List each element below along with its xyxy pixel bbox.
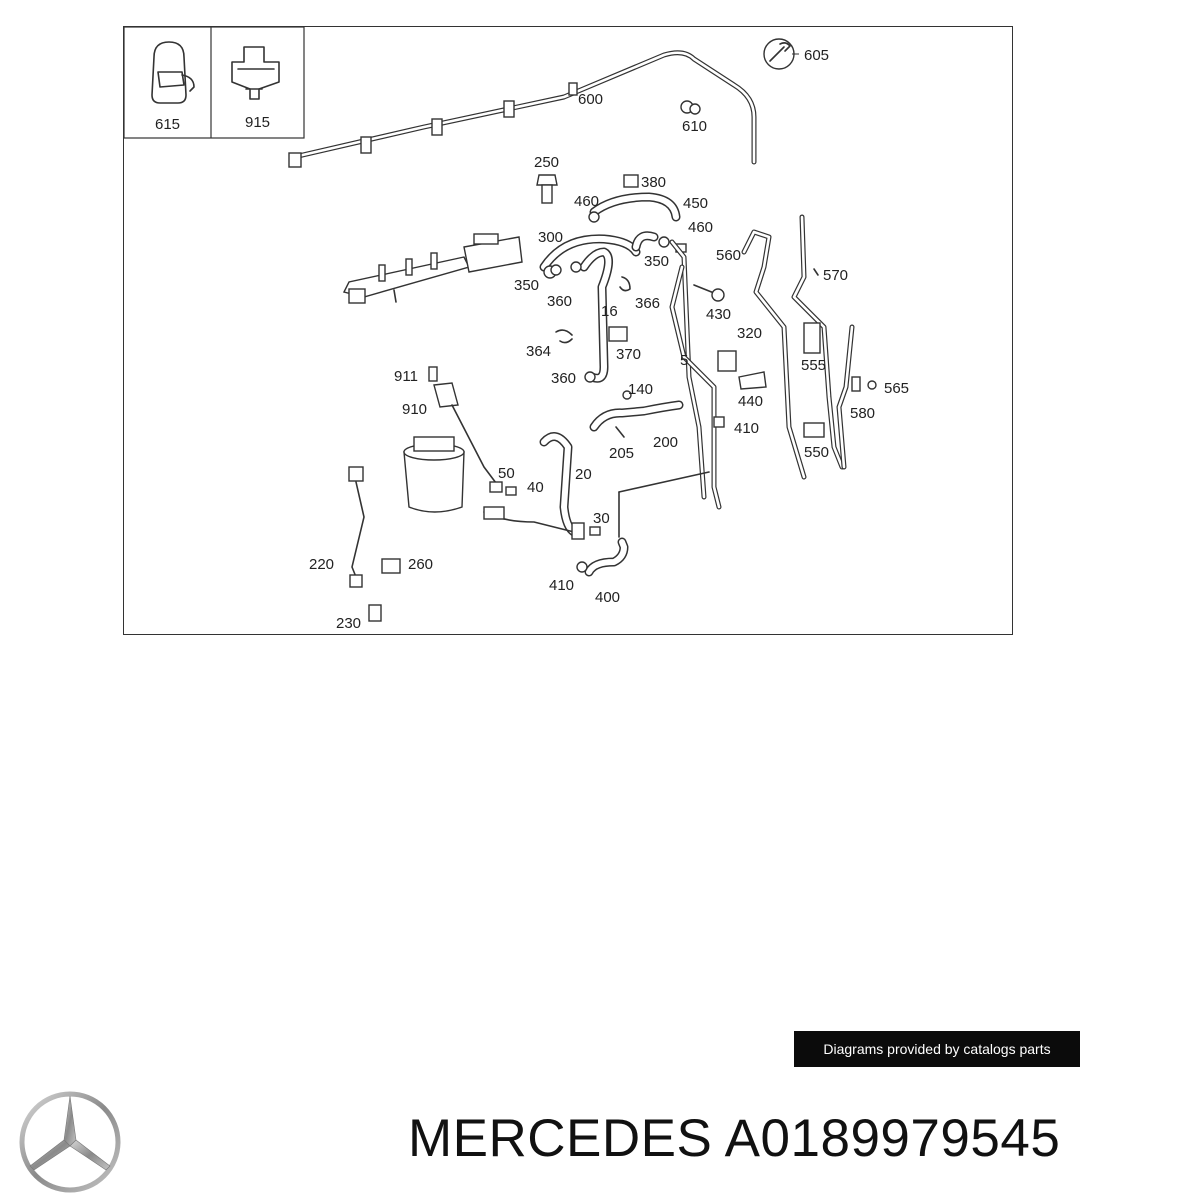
hose-400 — [576, 471, 710, 577]
callout-450: 450 — [683, 195, 708, 212]
callout-20: 20 — [575, 466, 592, 483]
callout-360b: 360 — [551, 370, 576, 387]
callout-370: 370 — [616, 346, 641, 363]
callout-560: 560 — [716, 247, 741, 264]
callout-300: 300 — [538, 229, 563, 246]
diagram-drawing: 615 915 605 600 610 250 380 460 450 460 … — [124, 27, 909, 632]
callout-580: 580 — [850, 405, 875, 422]
callout-460a: 460 — [574, 193, 599, 210]
callout-320: 320 — [737, 325, 762, 342]
hose-200 — [589, 390, 684, 438]
callout-16: 16 — [601, 303, 618, 320]
callout-430: 430 — [706, 306, 731, 323]
callout-400: 400 — [595, 589, 620, 606]
callout-350a: 350 — [514, 277, 539, 294]
clip-610-icon — [680, 100, 701, 115]
wrench-icon — [763, 38, 799, 70]
callout-50: 50 — [498, 465, 515, 482]
clip-615-icon — [151, 41, 195, 104]
callout-350b: 350 — [644, 253, 669, 270]
sensor-910-icon — [428, 366, 500, 488]
bolt-430-icon — [693, 284, 725, 302]
callout-250: 250 — [534, 154, 559, 171]
fittings — [543, 174, 687, 383]
callout-440: 440 — [738, 393, 763, 410]
callout-220: 220 — [309, 556, 334, 573]
callout-911: 911 — [394, 368, 418, 385]
clip-915-icon — [231, 46, 280, 100]
callout-410b: 410 — [549, 577, 574, 594]
mercedes-star-icon — [19, 1091, 121, 1193]
callout-labels: 615 915 605 600 610 250 380 460 450 460 … — [155, 47, 909, 632]
callout-555: 555 — [801, 357, 826, 374]
callout-460b: 460 — [688, 219, 713, 236]
callout-366: 366 — [635, 295, 660, 312]
callout-364: 364 — [526, 343, 551, 360]
inset-label-915: 915 — [245, 114, 270, 131]
callout-380: 380 — [641, 174, 666, 191]
callout-910: 910 — [402, 401, 427, 418]
hose-20 — [539, 432, 579, 537]
callout-30: 30 — [593, 510, 610, 527]
fuel-rail-16 — [342, 233, 523, 304]
callout-570: 570 — [823, 267, 848, 284]
callout-360a: 360 — [547, 293, 572, 310]
callout-610: 610 — [682, 118, 707, 135]
return-hose-300 — [539, 192, 681, 383]
callout-230: 230 — [336, 615, 361, 632]
fuel-lines-5 — [669, 239, 767, 510]
callout-605: 605 — [804, 47, 829, 64]
callout-410a: 410 — [734, 420, 759, 437]
callout-5: 5 — [680, 352, 688, 369]
callout-205: 205 — [609, 445, 634, 462]
callout-140: 140 — [628, 381, 653, 398]
fuel-filter-icon — [403, 436, 465, 513]
callout-200: 200 — [653, 434, 678, 451]
callout-40: 40 — [527, 479, 544, 496]
sensor-harness-220 — [348, 466, 401, 622]
inset-label-615: 615 — [155, 116, 180, 133]
callout-600: 600 — [578, 91, 603, 108]
credit-badge: Diagrams provided by catalogs parts — [794, 1031, 1080, 1067]
callout-260: 260 — [408, 556, 433, 573]
callout-565: 565 — [884, 380, 909, 397]
callout-550: 550 — [804, 444, 829, 461]
injector-line-600 — [288, 50, 757, 168]
connectors — [483, 481, 601, 540]
part-caption: MERCEDES A0189979545 — [408, 1109, 1061, 1168]
coolant-lines — [741, 214, 877, 480]
parts-diagram: 615 915 605 600 610 250 380 460 450 460 … — [123, 26, 1013, 635]
bolt-250-icon — [536, 174, 558, 204]
inset-panel — [124, 27, 305, 139]
